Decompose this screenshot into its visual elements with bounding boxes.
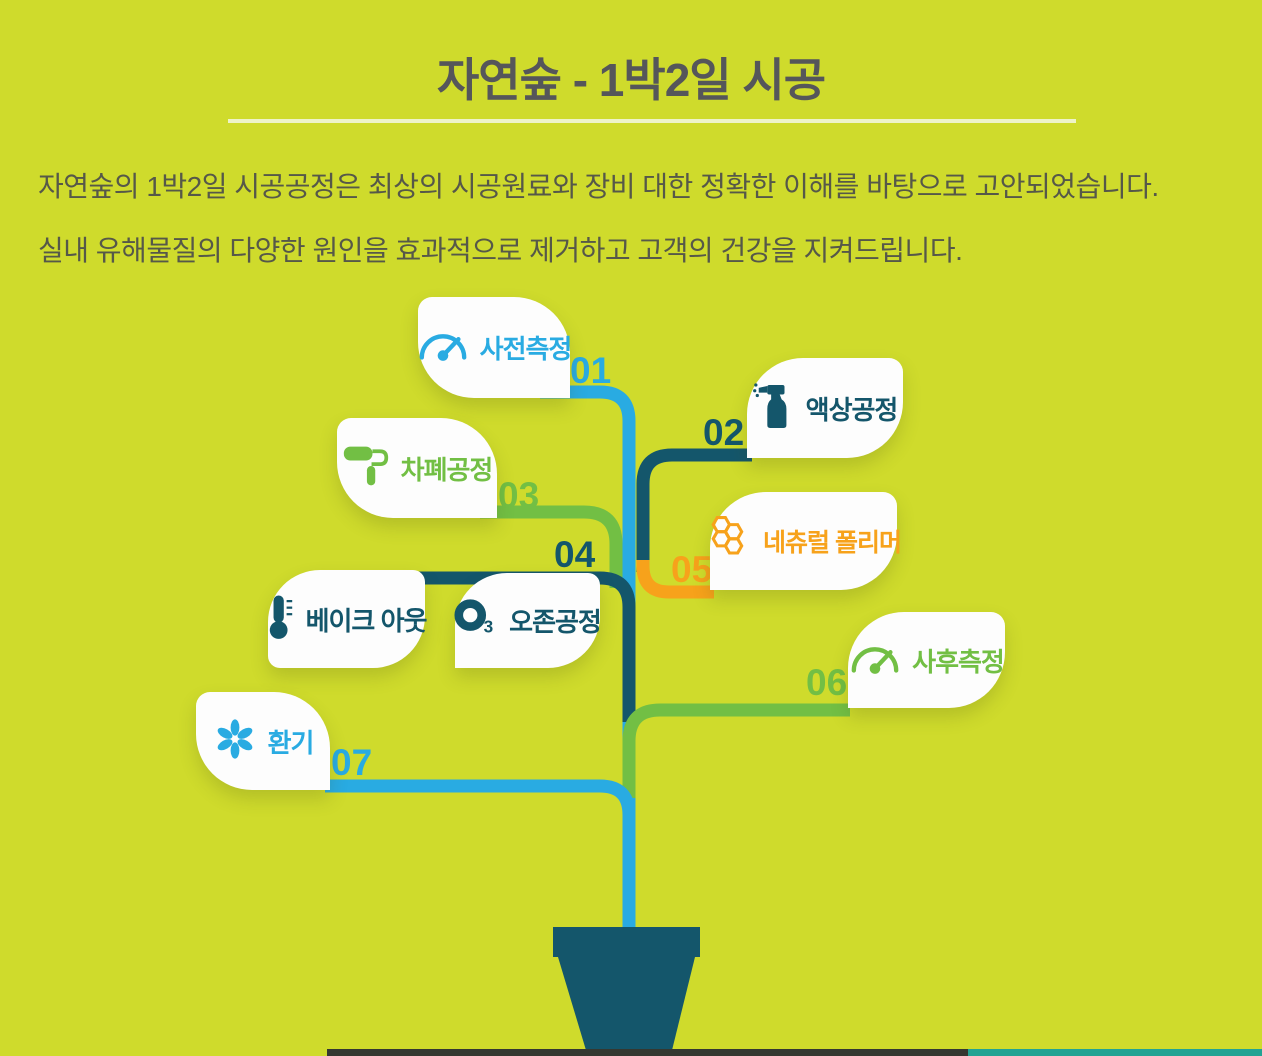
thermometer-icon (267, 592, 295, 647)
title-underline (228, 119, 1076, 123)
description-line-2: 실내 유해물질의 다양한 원인을 효과적으로 제거하고 고객의 건강을 지켜드립… (38, 235, 963, 266)
card-bake-out: 베이크 아웃 (267, 570, 428, 668)
card-ventilation: 환기 (196, 692, 330, 790)
step-number-06: 06 (806, 662, 848, 703)
step-number-02: 02 (703, 412, 745, 453)
card-natural-polymer: 네츄럴 폴리머 (710, 492, 902, 590)
bottom-bar-teal (968, 1049, 1262, 1056)
bottom-bar-dark (327, 1049, 968, 1056)
card-label: 액상공정 (805, 394, 899, 425)
step-number-07: 07 (331, 742, 373, 783)
svg-text:3: 3 (484, 616, 494, 636)
card-label: 오존공정 (509, 607, 602, 637)
fan-icon (213, 717, 257, 766)
card-pre-measurement: 사전측정 (417, 297, 573, 398)
card-label: 베이크 아웃 (305, 605, 428, 636)
step-number-04: 04 (554, 534, 596, 575)
card-label: 사후측정 (912, 646, 1005, 677)
card-liquid-process: 액상공정 (747, 358, 903, 458)
gauge-icon (849, 640, 901, 681)
card-label: 사전측정 (479, 334, 573, 364)
branch-07-line (325, 779, 636, 930)
card-ozone-process: 3 오존공정 (454, 573, 602, 668)
card-label: 네츄럴 폴리머 (763, 529, 902, 557)
flower-pot-body (557, 957, 696, 1050)
step-number-03: 03 (498, 475, 540, 516)
paint-roller-icon (342, 443, 390, 494)
description-line-1: 자연숲의 1박2일 시공공정은 최상의 시공원료와 장비 대한 정확한 이해를 … (38, 171, 1159, 202)
ozone-o3-icon: 3 (454, 597, 498, 644)
flower-pot-rim (553, 927, 700, 957)
card-post-measurement: 사후측정 (848, 612, 1005, 708)
card-label: 차폐공정 (400, 454, 494, 485)
card-label: 환기 (267, 727, 315, 758)
spray-bottle-icon (752, 381, 795, 436)
page-title: 자연숲 - 1박2일 시공 (436, 54, 826, 106)
step-number-01: 01 (570, 350, 612, 391)
branch-06-line (622, 703, 850, 798)
step-number-05: 05 (671, 549, 713, 590)
gauge-icon (417, 327, 469, 368)
card-shield-process: 차폐공정 (337, 418, 497, 518)
honeycomb-icon (706, 514, 752, 569)
